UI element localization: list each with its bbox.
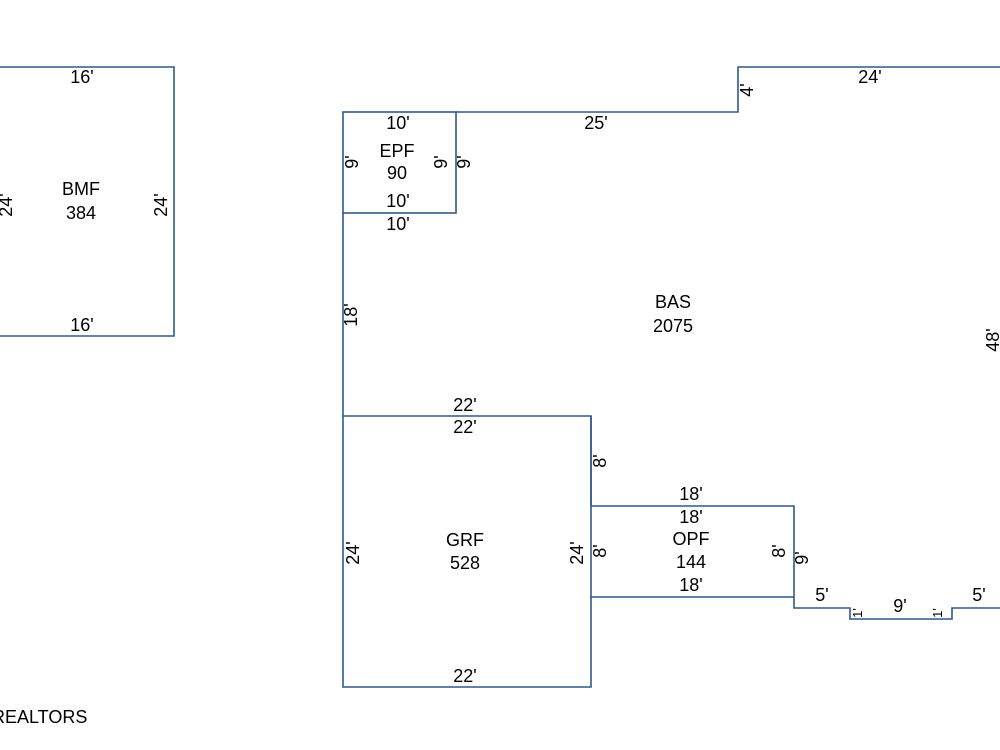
dim-bottom-5-left: 5': [815, 585, 828, 605]
dim-grf-bottom: 22': [453, 666, 476, 686]
dim-bmf-bottom: 16': [70, 315, 93, 335]
dim-bas-above-grf: 22': [453, 395, 476, 415]
dim-opf-bottom: 18': [679, 575, 702, 595]
epf-outline: [342, 111, 457, 214]
epf-code: EPF: [379, 141, 414, 161]
dim-bottom-1-right: 1': [930, 608, 945, 618]
dim-bas-right: 48': [983, 328, 1000, 351]
dim-bottom-1-left: 1': [850, 608, 865, 618]
dim-bas-left: 18': [341, 303, 361, 326]
bmf-code: BMF: [62, 179, 100, 199]
dim-opf-left: 8': [590, 544, 610, 557]
grf-sqft: 528: [450, 553, 480, 573]
dim-epf-bottom-inner: 10': [386, 191, 409, 211]
dim-bottom-5-right: 5': [972, 585, 985, 605]
opf-sqft: 144: [676, 552, 706, 572]
dim-bas-top-right: 24': [858, 67, 881, 87]
dim-bottom-9: 9': [893, 596, 906, 616]
dim-bmf-right: 24': [151, 193, 171, 216]
dim-bas-below-epf: 10': [386, 214, 409, 234]
dim-bas-step-right: 8': [590, 454, 610, 467]
dim-grf-top: 22': [453, 417, 476, 437]
dim-epf-top: 10': [386, 113, 409, 133]
dim-opf-top-outer: 18': [679, 484, 702, 504]
dim-opf-right-inner: 8': [769, 544, 789, 557]
dim-bmf-left: 24': [0, 193, 16, 216]
dim-epf-left: 9': [342, 155, 362, 168]
dim-opf-right-outer: 9': [792, 551, 812, 564]
dim-bmf-top: 16': [70, 67, 93, 87]
bmf-outline: [0, 66, 175, 337]
dim-opf-top-inner: 18': [679, 507, 702, 527]
dim-epf-right-outer: 9': [454, 155, 474, 168]
dim-epf-right-inner: 9': [431, 155, 451, 168]
epf-sqft: 90: [387, 163, 407, 183]
dim-grf-left: 24': [343, 541, 363, 564]
dim-bas-top: 25': [584, 113, 607, 133]
grf-outline: [342, 416, 592, 688]
watermark-text: REALTORS: [0, 707, 87, 727]
bas-sqft: 2075: [653, 316, 693, 336]
bmf-sqft: 384: [66, 203, 96, 223]
bas-code: BAS: [655, 292, 691, 312]
dim-bas-step: 4': [737, 83, 757, 96]
opf-code: OPF: [672, 529, 709, 549]
dim-grf-right: 24': [567, 541, 587, 564]
grf-code: GRF: [446, 530, 484, 550]
